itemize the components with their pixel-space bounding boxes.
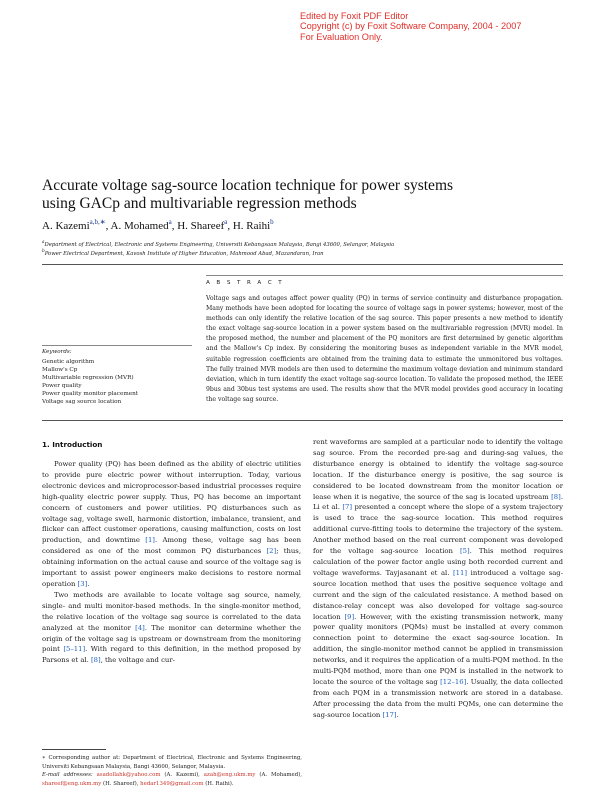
body-text: . [396,710,399,719]
author-name: A. Mohamed [110,220,169,232]
header-divider [42,264,563,265]
email-link[interactable]: shareef@eng.ukm.my [42,780,102,787]
abstract-heading: A B S T R A C T [206,280,285,286]
footnote-divider [42,749,106,750]
email-link[interactable]: asadollahk@yahoo.com [96,772,161,779]
author-affiliation-mark[interactable]: a [224,218,228,226]
author-separator: , [105,220,111,232]
citation-link[interactable]: [17] [382,710,397,719]
body-text: introduced a voltage sag-source location… [313,568,564,621]
body-column-left: Power quality (PQ) has been defined as t… [42,459,301,666]
foxit-watermark: Edited by Foxit PDF Editor Copyright (c)… [300,11,521,42]
keywords-divider [42,345,192,346]
citation-link[interactable]: [2] [266,547,277,556]
keyword-item: Power quality monitor placement [42,391,139,397]
author-name: A. Kazemi [42,220,90,232]
affiliation-a: aDepartment of Electrical, Electronic an… [42,238,394,249]
abstract-text: Voltage sags and outages affect power qu… [206,295,563,403]
footnote-emails: E-mail addresses: asadollahk@yahoo.com (… [42,771,302,788]
body-text: . With regard to this definition, in the… [42,645,301,665]
body-text: ; thus, obtaining information on the act… [42,547,301,588]
affiliation-text: Power Electrical Department, Kavosh Inst… [44,250,324,257]
keyword-item: Power quality [42,383,82,389]
affiliation-b: bPower Electrical Department, Kavosh Ins… [42,247,324,258]
watermark-line-2: Copyright (c) by Foxit Software Company,… [300,21,522,32]
body-text: Two methods are available to locate volt… [42,590,301,632]
body-text: . This method requires calculation of th… [313,547,563,577]
author-affiliation-mark[interactable]: b [270,218,274,226]
body-text: . [87,579,90,588]
keyword-item: Multivariable regression (MVR) [42,375,134,381]
keyword-item: Genetic algorithm [42,359,95,365]
body-text: . However, with the existing transmissio… [313,612,564,686]
title-line-1: Accurate voltage sag-source location tec… [42,177,454,194]
affiliation-text: Department of Electrical, Electronic and… [44,241,395,248]
body-text: . The monitor can determine whether the … [42,623,302,654]
body-text: Power quality (PQ) has been defined as t… [42,460,301,545]
paper-title: Accurate voltage sag-source location tec… [42,177,562,213]
abstract-bottom-divider [42,420,563,421]
author-separator: , [227,220,233,232]
citation-link[interactable]: [3] [77,579,88,588]
author-affiliation-mark[interactable]: a,b,∗ [89,218,106,226]
citation-link[interactable]: [8] [90,656,101,665]
body-text: , the voltage and cur- [100,656,175,665]
footnote-corresponding: ∗ Corresponding author at: Department of… [42,755,302,770]
keyword-item: Mallow's Cp [42,367,78,373]
email-link[interactable]: hedar1349@gmail.com [140,780,204,787]
citation-link[interactable]: [7] [342,503,353,512]
keywords-list: Genetic algorithm Mallow's Cp Multivaria… [42,358,138,406]
section-heading-introduction: 1. Introduction [42,440,103,449]
body-text: . Li et al. [313,492,563,512]
body-text: . Usually, the data collected from each … [313,677,563,719]
citation-link[interactable]: [9] [344,612,355,621]
body-paragraph: Two methods are available to locate volt… [42,590,301,666]
email-link[interactable]: azah@eng.ukm.my [203,772,256,779]
email-owner: (A. Kazemi), [160,772,204,779]
citation-link[interactable]: [5] [459,547,470,556]
citation-link[interactable]: [1] [145,536,155,545]
watermark-line-1: Edited by Foxit PDF Editor [300,11,409,21]
keywords-heading: Keywords: [42,349,72,355]
author-name: H. Raihi [232,220,271,232]
citation-link[interactable]: [8] [551,492,561,501]
author-list: A. Kazemia,b,∗, A. Mohameda, H. Shareefa… [42,218,274,232]
author-affiliation-mark[interactable]: a [168,218,172,226]
affiliation-mark: b [42,248,45,253]
author-separator: , [171,220,178,232]
citation-link[interactable]: [5–11] [63,645,86,654]
citation-link[interactable]: [12–16] [440,677,467,686]
footnote: ∗ Corresponding author at: Department of… [42,754,302,788]
email-label: E-mail addresses: [42,772,93,779]
author-name: H. Shareef [177,220,225,232]
body-text: . Among these, voltage sag has been cons… [42,536,301,556]
email-owner: (A. Mohamed), [255,772,302,779]
affiliation-mark: a [42,239,45,244]
body-column-right: rent waveforms are sampled at a particul… [313,437,563,721]
watermark-line-3: For Evaluation Only. [300,31,383,42]
email-owner: (H. Raihi). [203,780,234,787]
body-text: presented a concept where the slope of a… [313,503,563,556]
body-text: rent waveforms are sampled at a particul… [313,438,563,501]
keyword-item: Voltage sag source location [42,399,122,405]
citation-link[interactable]: [4] [135,623,145,632]
email-owner: (H. Shareef), [101,780,141,787]
citation-link[interactable]: [11] [453,568,468,577]
title-line-2: using GACp and multivariable regression … [42,195,357,212]
abstract-top-divider [206,275,563,276]
body-paragraph: Power quality (PQ) has been defined as t… [42,459,301,590]
body-paragraph: rent waveforms are sampled at a particul… [313,437,563,721]
